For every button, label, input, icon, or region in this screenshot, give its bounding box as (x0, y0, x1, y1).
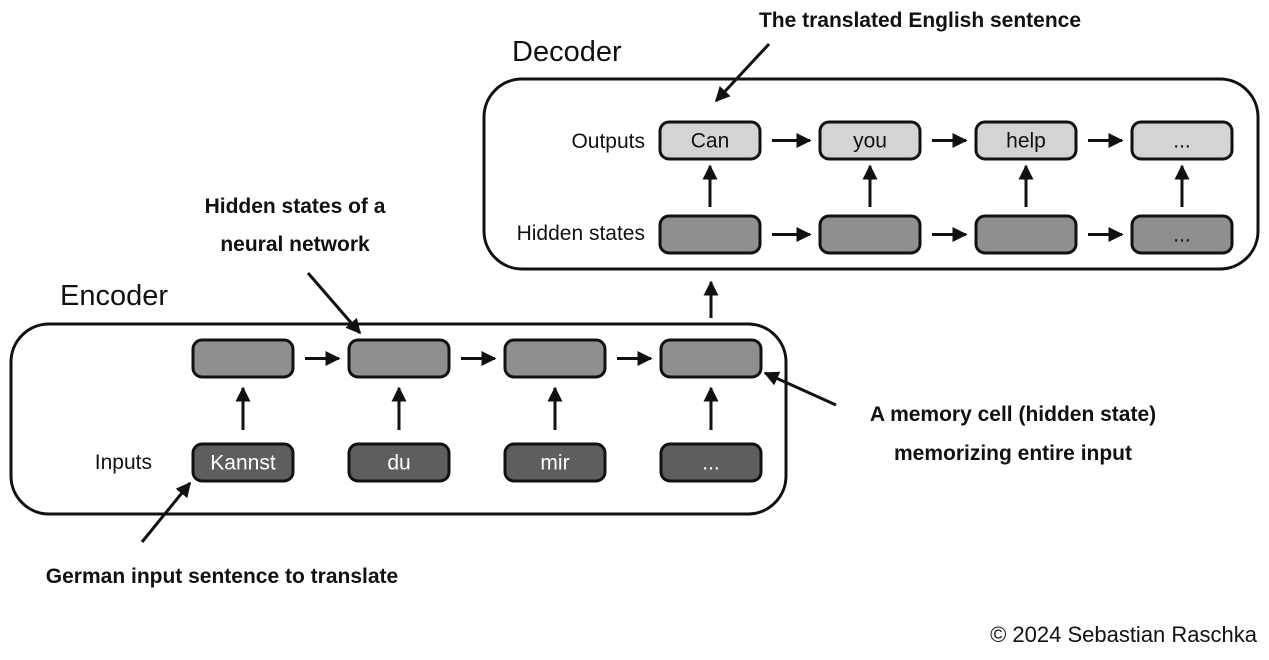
encoder-title: Encoder (60, 280, 168, 312)
decoder-output-cell-text: ... (1173, 130, 1191, 153)
encoder-hidden-cell (659, 338, 763, 379)
decoder-hidden-row: ... (658, 164, 1234, 255)
annotation-hidden-states-2: neural network (220, 233, 370, 256)
annotation-memory-arrow (763, 371, 837, 407)
annotation-memory-2: memorizing entire input (894, 442, 1132, 465)
encoder-hidden-row (191, 338, 763, 379)
annotation-hidden-states-1: Hidden states of a (205, 195, 386, 218)
encoder-hidden-cell (503, 338, 607, 379)
outputs-label: Outputs (571, 130, 645, 153)
decoder-output-cell-text: Can (691, 130, 730, 153)
decoder-output-cell (1130, 120, 1234, 161)
decoder-output-cell-text: you (853, 130, 887, 153)
decoder-output-cell-text: help (1006, 130, 1046, 153)
annotation-memory-1: A memory cell (hidden state) (870, 403, 1156, 426)
encoder-input-cell (191, 442, 295, 483)
encoder-hidden-cell (347, 338, 451, 379)
encoder-input-cell (503, 442, 607, 483)
encoder-input-cell-text: du (387, 452, 410, 475)
annotation-hidden-states-arrow (306, 272, 362, 335)
decoder-output-cell (974, 120, 1078, 161)
annotation-translated: The translated English sentence (759, 9, 1081, 32)
decoder-output-cell (818, 120, 922, 161)
encoder-input-cell-text: ... (702, 452, 720, 475)
decoder-hidden-label: Hidden states (517, 222, 645, 245)
decoder-hidden-cell (1130, 214, 1234, 255)
encoder-hidden-cell (191, 338, 295, 379)
copyright: © 2024 Sebastian Raschka (990, 622, 1258, 647)
encoder-box (9, 322, 788, 516)
decoder-box (482, 77, 1260, 271)
decoder-hidden-cell (974, 214, 1078, 255)
decoder-hidden-cell (658, 214, 762, 255)
inputs-label: Inputs (95, 451, 152, 474)
decoder-output-cell (658, 120, 762, 161)
decoder-output-row: Can you help... (658, 120, 1234, 161)
decoder-hidden-cell (818, 214, 922, 255)
annotation-german-input-arrow (140, 481, 192, 543)
annotation-translated-arrow (714, 42, 771, 103)
encoder-input-row: Kannst du mir... (191, 386, 763, 483)
encoder-input-cell-text: Kannst (210, 452, 276, 475)
encoder-input-cell (347, 442, 451, 483)
decoder-title: Decoder (512, 36, 622, 68)
encoder-input-cell (659, 442, 763, 483)
annotation-german-input: German input sentence to translate (46, 565, 398, 588)
decoder-hidden-cell-text: ... (1173, 224, 1191, 247)
encoder-input-cell-text: mir (540, 452, 569, 475)
